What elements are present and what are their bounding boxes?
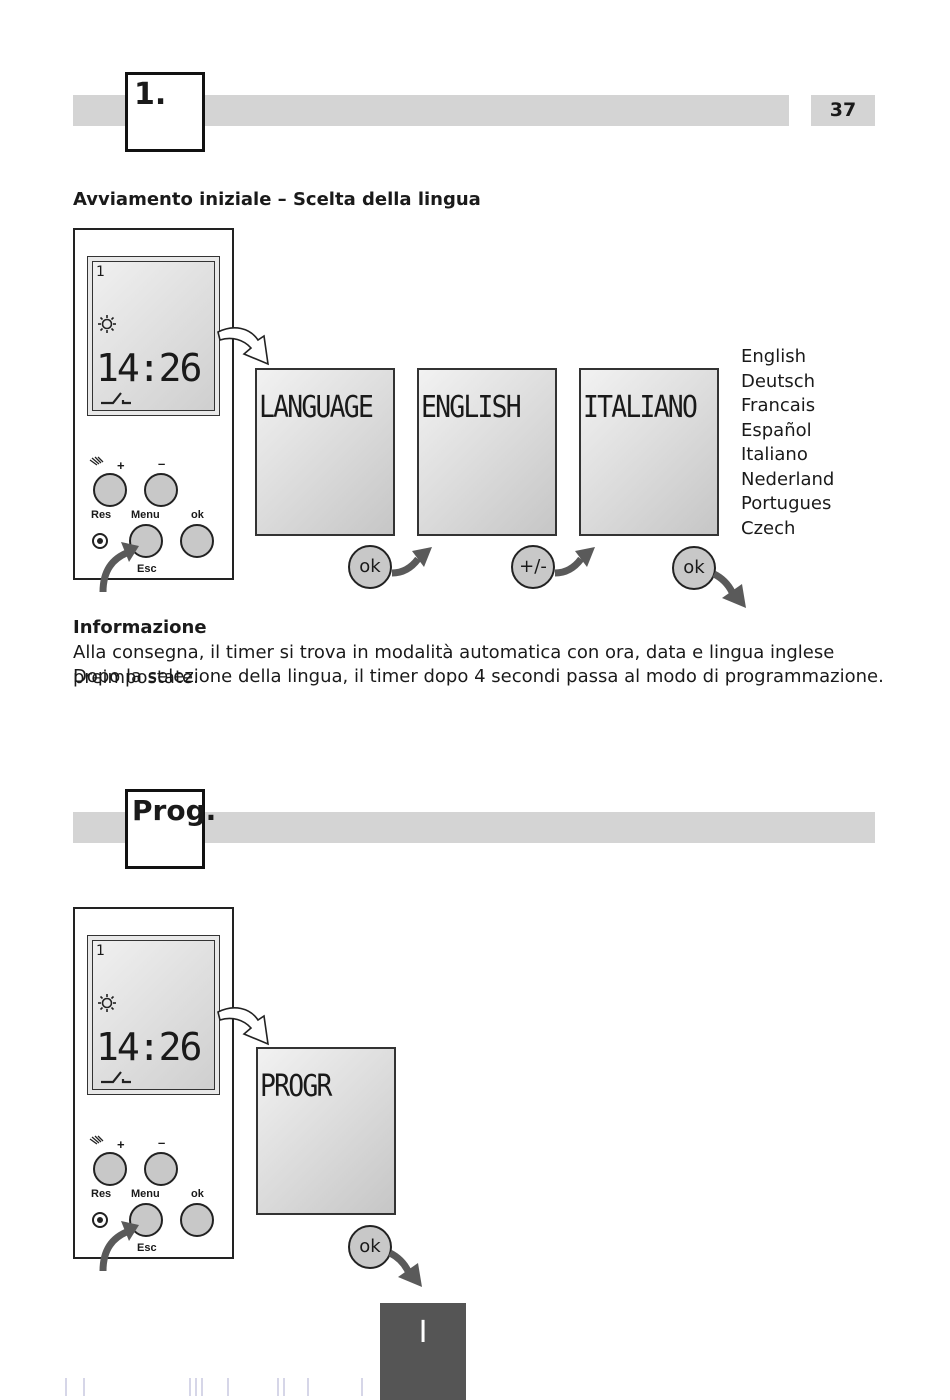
channel-number: 1 (96, 943, 105, 959)
language-section-tab-label: I (418, 1315, 428, 1350)
menu-button[interactable] (129, 524, 163, 558)
press-arrow-icon (99, 542, 139, 593)
device-display-frame: 1 14:26 (87, 935, 220, 1095)
language-item: Czech (741, 517, 796, 539)
header-band-2 (73, 812, 875, 843)
step-plusminus-button[interactable]: +/- (511, 545, 555, 589)
language-list: English Deutsch Francais Español Italian… (741, 345, 834, 541)
step-ok-button-3[interactable]: ok (348, 1225, 392, 1269)
esc-label: Esc (137, 1242, 157, 1254)
info-heading: Informazione (73, 617, 207, 638)
hollow-arrow-icon (217, 1007, 269, 1046)
ok-button[interactable] (180, 1203, 214, 1237)
step-arrow-icon-2 (554, 547, 595, 577)
language-item: Italiano (741, 444, 808, 465)
language-item: Deutsch (741, 370, 816, 392)
hand-icon (89, 1135, 104, 1145)
plus-label: + (117, 458, 125, 473)
section-tab-2-label: Prog. (132, 794, 217, 827)
lcd-text-progr: PROGR (260, 1069, 332, 1104)
lcd-text-italiano: ITALIANO (583, 390, 698, 425)
lcd-text-language: LANGUAGE (259, 390, 374, 425)
res-label: Res (91, 1188, 112, 1200)
language-item: Francais (741, 395, 816, 416)
lcd-screen-language: LANGUAGE (255, 368, 395, 536)
sun-icon (98, 994, 116, 1012)
menu-label: Menu (131, 1188, 160, 1200)
language-item: Nederland (741, 468, 835, 490)
ok-button[interactable] (180, 524, 214, 558)
plus-button[interactable] (93, 473, 127, 507)
lcd-screen-italiano: ITALIANO (579, 368, 719, 536)
step-arrow-icon-4 (388, 1249, 422, 1287)
timer-device-1: 1 14:26 + – Res Menu ok Esc (73, 228, 234, 580)
language-item: English (741, 346, 806, 367)
device-time: 14:26 (96, 1025, 202, 1069)
esc-label: Esc (137, 563, 157, 575)
minus-button[interactable] (144, 473, 178, 507)
switch-icon (101, 392, 131, 405)
hand-icon (89, 456, 104, 466)
switch-icon (101, 1071, 131, 1084)
device-display: 1 14:26 (92, 940, 215, 1090)
hollow-arrow-icon (217, 327, 269, 366)
res-label: Res (91, 509, 112, 521)
step-ok-button-1[interactable]: ok (348, 545, 392, 589)
press-arrow-icon (99, 1221, 139, 1272)
minus-label: – (158, 1135, 166, 1150)
info-line-1: Alla consegna, il timer si trova in moda… (73, 642, 835, 688)
reset-button[interactable] (92, 533, 108, 549)
device-time: 14:26 (96, 346, 202, 390)
device-display-frame: 1 14:26 (87, 256, 220, 416)
step-arrow-icon-1 (391, 547, 432, 577)
device-display: 1 14:26 (92, 261, 215, 411)
page-number: 37 (829, 99, 857, 121)
lcd-screen-progr: PROGR (256, 1047, 396, 1215)
sun-icon (98, 315, 116, 333)
info-line-2: Dopo la selezione della lingua, il timer… (73, 666, 884, 687)
language-item: Español (741, 419, 812, 441)
print-marks (65, 1378, 363, 1396)
language-section-tab: I (380, 1303, 466, 1400)
plus-button[interactable] (93, 1152, 127, 1186)
menu-label: Menu (131, 509, 160, 521)
section-1-heading: Avviamento iniziale – Scelta della lingu… (73, 189, 481, 210)
page-number-box (811, 95, 875, 126)
step-arrow-icon-3 (712, 570, 746, 608)
section-tab-1: 1. (125, 72, 205, 152)
ok-label: ok (191, 509, 204, 521)
section-tab-2: Prog. (125, 789, 216, 869)
ok-label: ok (191, 1188, 204, 1200)
reset-button[interactable] (92, 1212, 108, 1228)
step-ok-button-2[interactable]: ok (672, 546, 716, 590)
language-item: Portugues (741, 493, 832, 514)
timer-device-2: 1 14:26 + – Res Menu ok Esc (73, 907, 234, 1259)
section-tab-1-label: 1. (134, 77, 167, 112)
channel-number: 1 (96, 264, 105, 280)
minus-button[interactable] (144, 1152, 178, 1186)
plus-label: + (117, 1137, 125, 1152)
lcd-text-english: ENGLISH (421, 390, 522, 425)
lcd-screen-english: ENGLISH (417, 368, 557, 536)
minus-label: – (158, 456, 166, 471)
